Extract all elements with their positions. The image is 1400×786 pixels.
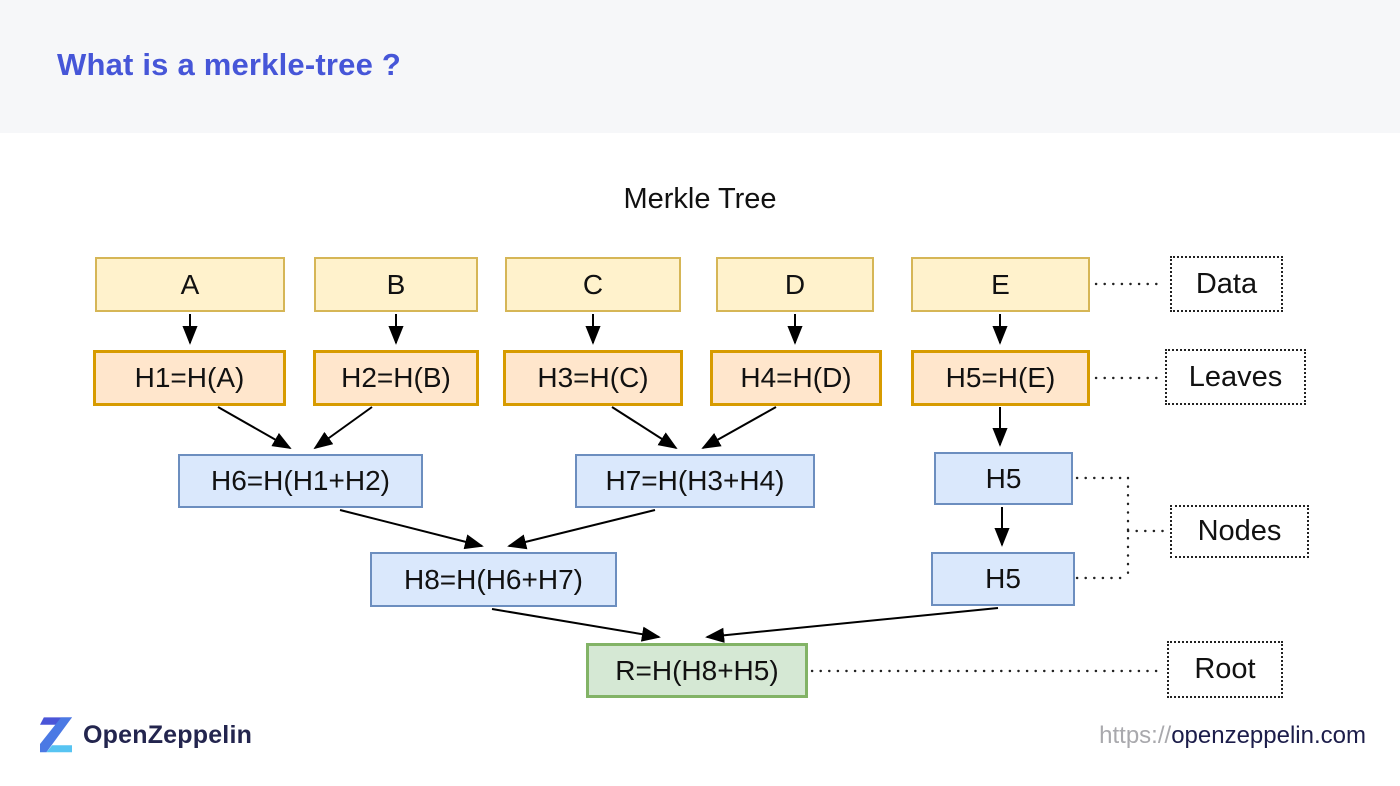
node-d: D: [716, 257, 874, 312]
node-b: B: [314, 257, 478, 312]
footer-brand: OpenZeppelin: [40, 712, 252, 758]
node-h5: H5=H(E): [911, 350, 1090, 406]
node-e: E: [911, 257, 1090, 312]
arrow-h1-h6: [217, 406, 292, 449]
arrow-h8-root: [491, 608, 661, 642]
brand-name: OpenZeppelin: [83, 720, 253, 749]
node-h5-promoted-2: H5: [931, 552, 1075, 606]
url-domain: openzeppelin.com: [1171, 722, 1366, 749]
node-a: A: [95, 257, 285, 312]
arrow-h4-h7: [701, 406, 777, 449]
arrow-h3-h7: [611, 406, 678, 450]
diagram-title: Merkle Tree: [623, 183, 777, 215]
node-h3: H3=H(C): [503, 350, 683, 406]
arrow-h7-h8: [507, 509, 656, 550]
footer-url: https://openzeppelin.com: [1099, 722, 1366, 750]
url-prefix: https://: [1099, 722, 1172, 749]
slide-header-band: [0, 0, 1400, 133]
tag-root: Root: [1167, 641, 1283, 698]
tag-leaves: Leaves: [1165, 349, 1306, 405]
tag-data: Data: [1170, 256, 1283, 312]
node-h2: H2=H(B): [313, 350, 479, 406]
node-h7: H7=H(H3+H4): [575, 454, 815, 508]
tag-nodes: Nodes: [1170, 505, 1309, 558]
openzeppelin-logo-icon: [40, 717, 72, 753]
node-h5-promoted-1: H5: [934, 452, 1073, 505]
node-h8: H8=H(H6+H7): [370, 552, 617, 607]
node-c: C: [505, 257, 681, 312]
arrow-h6-h8: [339, 509, 484, 550]
node-h1: H1=H(A): [93, 350, 286, 406]
node-h6: H6=H(H1+H2): [178, 454, 423, 508]
arrow-h2-h6: [313, 406, 373, 450]
arrow-n5b-root: [705, 607, 999, 643]
node-root: R=H(H8+H5): [586, 643, 808, 698]
node-h4: H4=H(D): [710, 350, 882, 406]
slide-title: What is a merkle-tree ?: [57, 47, 401, 82]
